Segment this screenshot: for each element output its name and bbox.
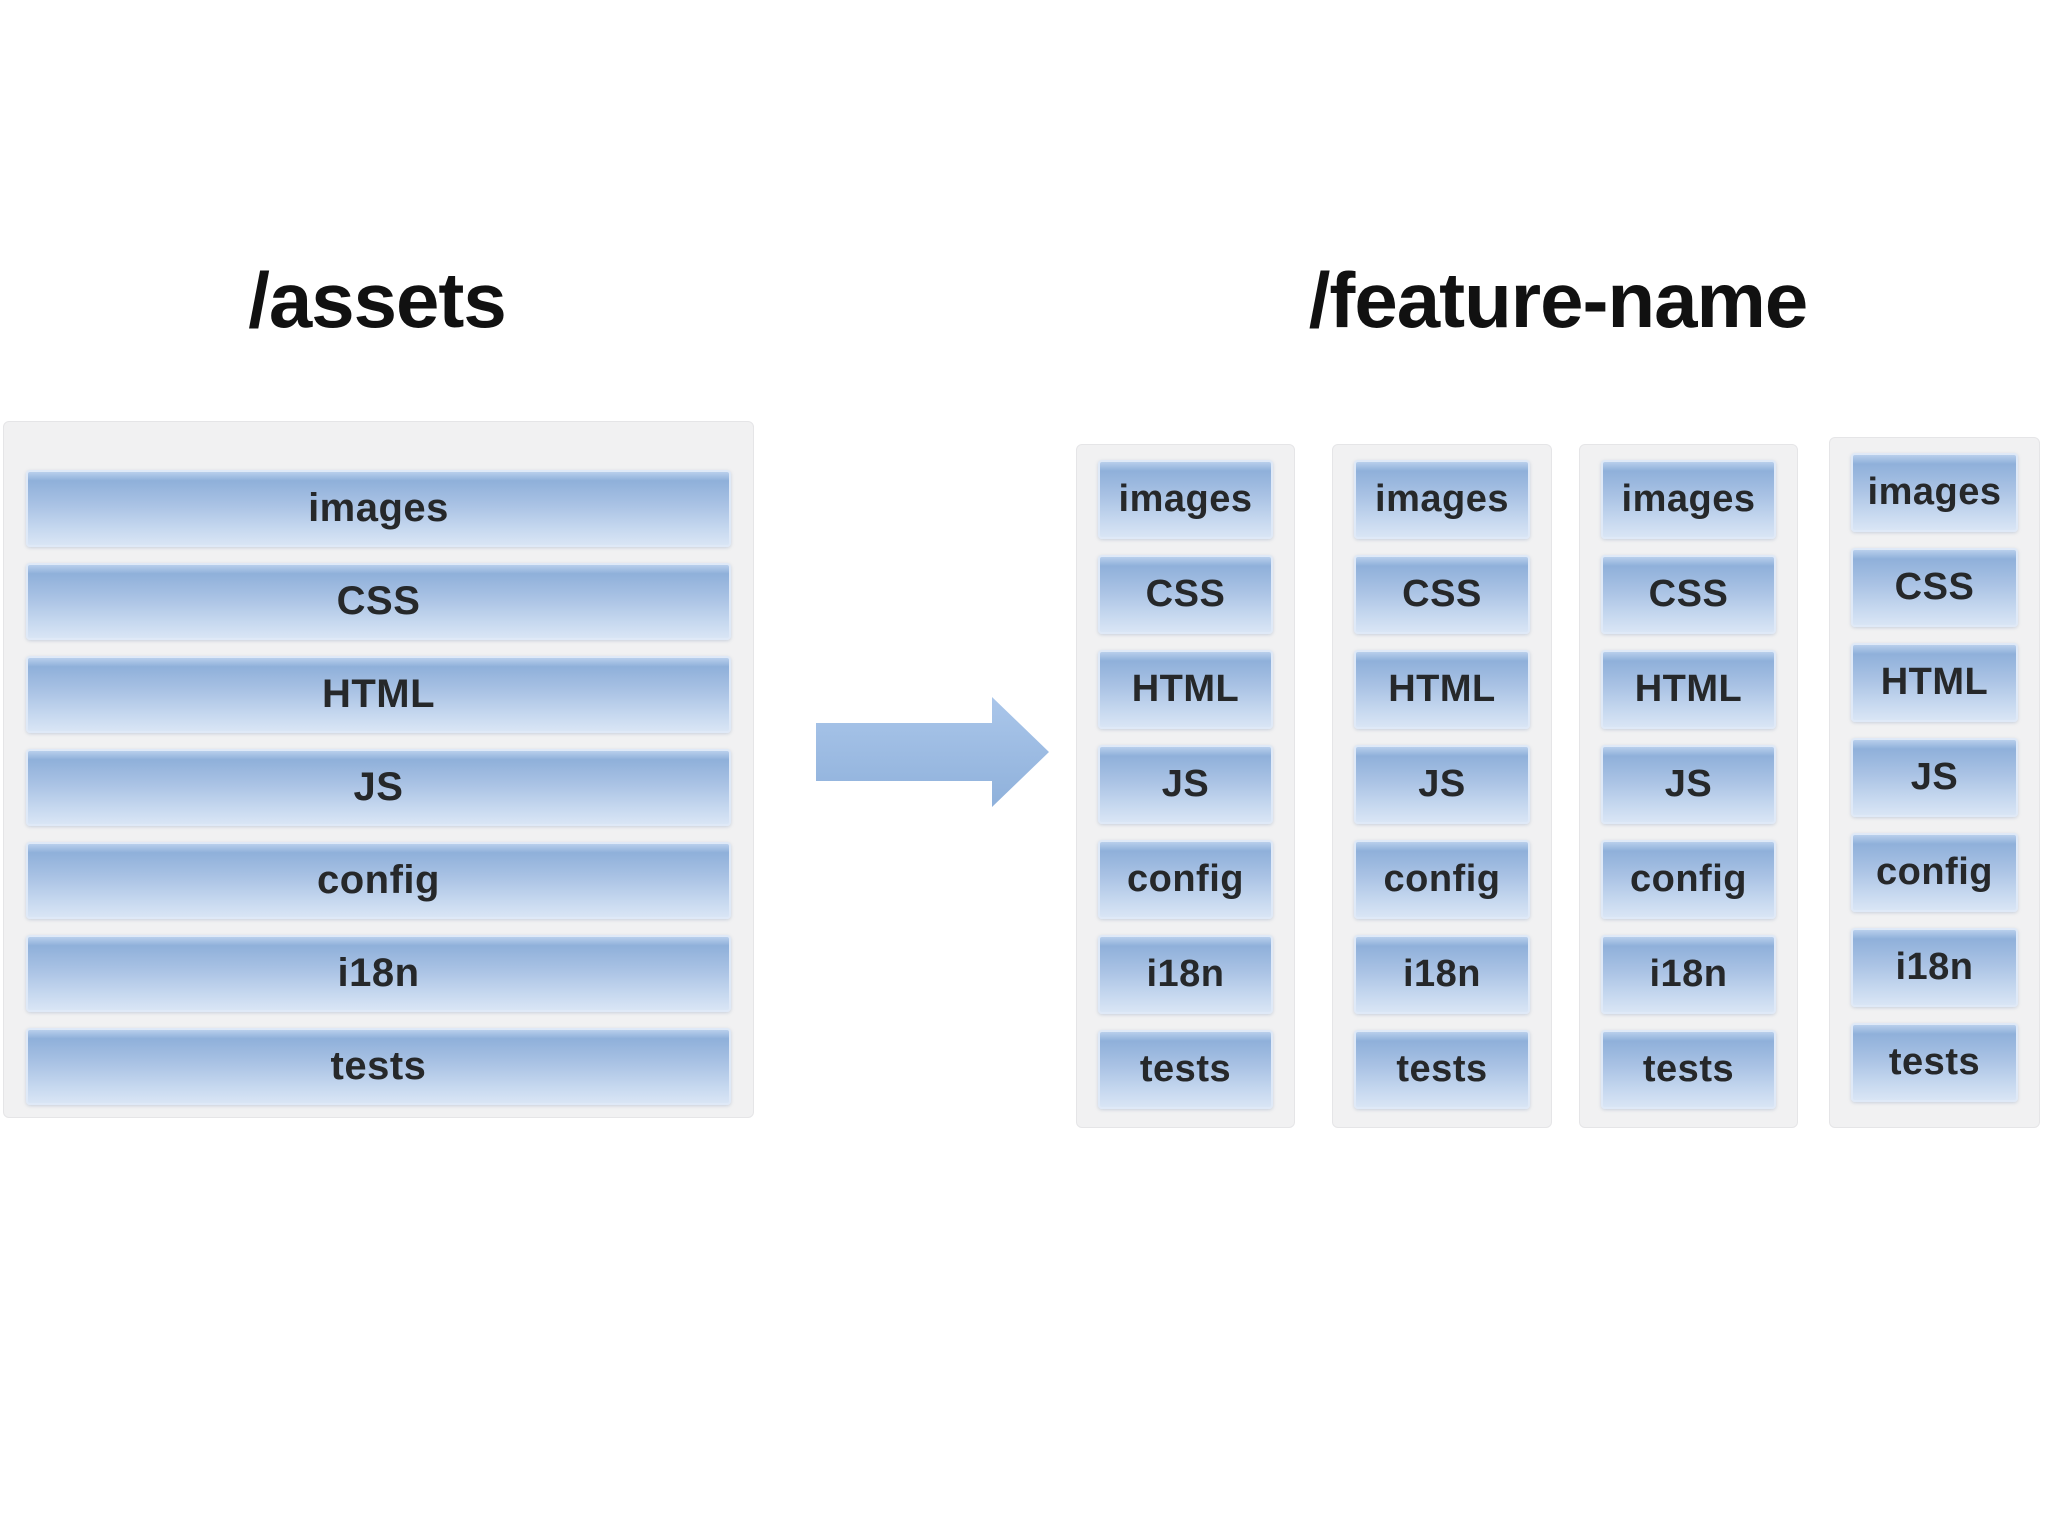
folder-bar-css: CSS bbox=[1601, 555, 1776, 634]
folder-bar-images: images bbox=[1098, 460, 1273, 539]
folder-bar-tests: tests bbox=[1851, 1023, 2018, 1102]
folder-bar-html: HTML bbox=[1354, 650, 1530, 729]
feature-column-2: images CSS HTML JS config i18n tests bbox=[1332, 444, 1552, 1128]
feature-name-title: /feature-name bbox=[1308, 256, 1809, 344]
folder-bar-tests: tests bbox=[26, 1028, 731, 1105]
folder-bar-js: JS bbox=[1601, 745, 1776, 824]
folder-label-tests: tests bbox=[1888, 1041, 1981, 1083]
folder-label-js: JS bbox=[1161, 763, 1210, 805]
folder-bar-i18n: i18n bbox=[1354, 935, 1530, 1014]
folder-label-html: HTML bbox=[1634, 668, 1743, 710]
folder-bar-js: JS bbox=[26, 749, 731, 826]
folder-bar-html: HTML bbox=[1098, 650, 1273, 729]
folder-bar-images: images bbox=[26, 470, 731, 547]
folder-label-js: JS bbox=[1418, 763, 1466, 805]
folder-label-tests: tests bbox=[1139, 1048, 1232, 1090]
folder-bar-config: config bbox=[1354, 840, 1530, 919]
folder-bar-html: HTML bbox=[1851, 643, 2018, 722]
folder-bar-css: CSS bbox=[1098, 555, 1273, 634]
folder-label-config: config bbox=[317, 858, 440, 902]
feature-column-3: images CSS HTML JS config i18n tests bbox=[1579, 444, 1798, 1128]
folder-bar-i18n: i18n bbox=[26, 935, 731, 1012]
folder-label-tests: tests bbox=[1642, 1048, 1735, 1090]
folder-label-html: HTML bbox=[321, 672, 436, 716]
folder-bar-js: JS bbox=[1354, 745, 1530, 824]
folder-label-images: images bbox=[1621, 478, 1756, 520]
folder-label-tests: tests bbox=[1396, 1048, 1488, 1090]
folder-bar-images: images bbox=[1354, 460, 1530, 539]
folder-label-html: HTML bbox=[1131, 668, 1240, 710]
folder-label-i18n: i18n bbox=[1649, 953, 1728, 995]
folder-bar-config: config bbox=[26, 842, 731, 919]
folder-bar-tests: tests bbox=[1354, 1030, 1530, 1109]
folder-bar-tests: tests bbox=[1098, 1030, 1273, 1109]
folder-bar-css: CSS bbox=[26, 563, 731, 640]
folder-label-config: config bbox=[1127, 858, 1244, 900]
folder-label-css: CSS bbox=[1648, 573, 1729, 615]
folder-label-i18n: i18n bbox=[1895, 946, 1974, 988]
folder-label-images: images bbox=[1867, 471, 2002, 513]
folder-label-css: CSS bbox=[1894, 566, 1975, 608]
folder-label-i18n: i18n bbox=[1146, 953, 1225, 995]
feature-column-4: images CSS HTML JS config i18n tests bbox=[1829, 437, 2040, 1128]
folder-label-images: images bbox=[1375, 478, 1509, 520]
folder-bar-i18n: i18n bbox=[1851, 928, 2018, 1007]
folder-bar-config: config bbox=[1098, 840, 1273, 919]
folder-bar-css: CSS bbox=[1851, 548, 2018, 627]
folder-label-html: HTML bbox=[1388, 668, 1496, 710]
folder-bar-tests: tests bbox=[1601, 1030, 1776, 1109]
folder-label-js: JS bbox=[353, 765, 404, 809]
folder-label-css: CSS bbox=[336, 579, 421, 623]
folder-bar-images: images bbox=[1601, 460, 1776, 539]
folder-label-i18n: i18n bbox=[1402, 953, 1482, 995]
assets-title: /assets bbox=[248, 256, 507, 344]
folder-label-images: images bbox=[1118, 478, 1253, 520]
folder-bar-i18n: i18n bbox=[1098, 935, 1273, 1014]
folder-label-css: CSS bbox=[1402, 573, 1482, 615]
feature-column-1: images CSS HTML JS config i18n tests bbox=[1076, 444, 1295, 1128]
folder-label-css: CSS bbox=[1145, 573, 1226, 615]
folder-label-config: config bbox=[1876, 851, 1993, 893]
folder-label-images: images bbox=[308, 486, 449, 530]
assets-folder-panel: images CSS HTML JS config i18n tests bbox=[3, 421, 754, 1118]
folder-label-tests: tests bbox=[330, 1044, 427, 1088]
folder-label-html: HTML bbox=[1880, 661, 1989, 703]
folder-label-config: config bbox=[1630, 858, 1747, 900]
folder-bar-html: HTML bbox=[26, 656, 731, 733]
folder-bar-js: JS bbox=[1851, 738, 2018, 817]
folder-bar-css: CSS bbox=[1354, 555, 1530, 634]
folder-label-i18n: i18n bbox=[337, 951, 420, 995]
folder-label-js: JS bbox=[1664, 763, 1713, 805]
folder-bar-js: JS bbox=[1098, 745, 1273, 824]
folder-bar-html: HTML bbox=[1601, 650, 1776, 729]
folder-label-config: config bbox=[1383, 858, 1501, 900]
folder-bar-images: images bbox=[1851, 453, 2018, 532]
folder-bar-config: config bbox=[1601, 840, 1776, 919]
folder-bar-i18n: i18n bbox=[1601, 935, 1776, 1014]
right-arrow-icon bbox=[816, 697, 1049, 807]
folder-label-js: JS bbox=[1910, 756, 1959, 798]
folder-bar-config: config bbox=[1851, 833, 2018, 912]
